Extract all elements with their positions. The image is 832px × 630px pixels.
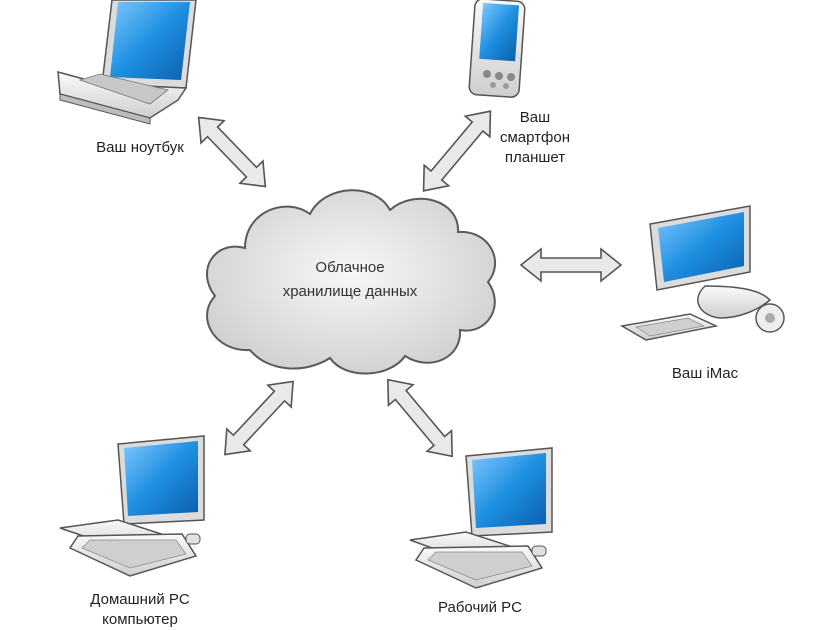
- imac-label: Ваш iMac: [671, 365, 739, 382]
- imac-icon: [619, 205, 785, 341]
- cloud-label-line1: Облачное: [315, 259, 385, 276]
- desktop-pc-icon: [59, 435, 205, 577]
- arrow-workpc-cloud: [387, 378, 453, 458]
- arrow-laptop-cloud: [197, 116, 267, 188]
- smartphone-icon: [468, 0, 526, 98]
- work-pc-label: Рабочий PC: [437, 599, 523, 616]
- smartphone-label-line1: Ваш: [519, 109, 551, 126]
- laptop-label: Ваш ноутбук: [96, 139, 184, 156]
- cloud-storage-shape: [205, 189, 497, 375]
- smartphone-label-line3: планшет: [504, 149, 566, 166]
- arrow-smartphone-cloud: [422, 110, 492, 192]
- laptop-icon: [57, 0, 197, 125]
- smartphone-label: Ваш смартфон планшет: [480, 108, 590, 168]
- arrow-homepc-cloud: [224, 380, 294, 456]
- home-pc-label-line2: компьютер: [102, 611, 178, 628]
- home-pc-label-line1: Домашний PC: [90, 591, 190, 608]
- cloud-label: Облачное хранилище данных: [230, 256, 470, 304]
- home-pc-label: Домашний PC компьютер: [70, 590, 210, 630]
- cloud-label-line2: хранилище данных: [282, 283, 418, 300]
- arrow-imac-cloud: [519, 247, 623, 283]
- smartphone-label-line2: смартфон: [499, 129, 570, 146]
- desktop-pc-icon: [409, 447, 553, 589]
